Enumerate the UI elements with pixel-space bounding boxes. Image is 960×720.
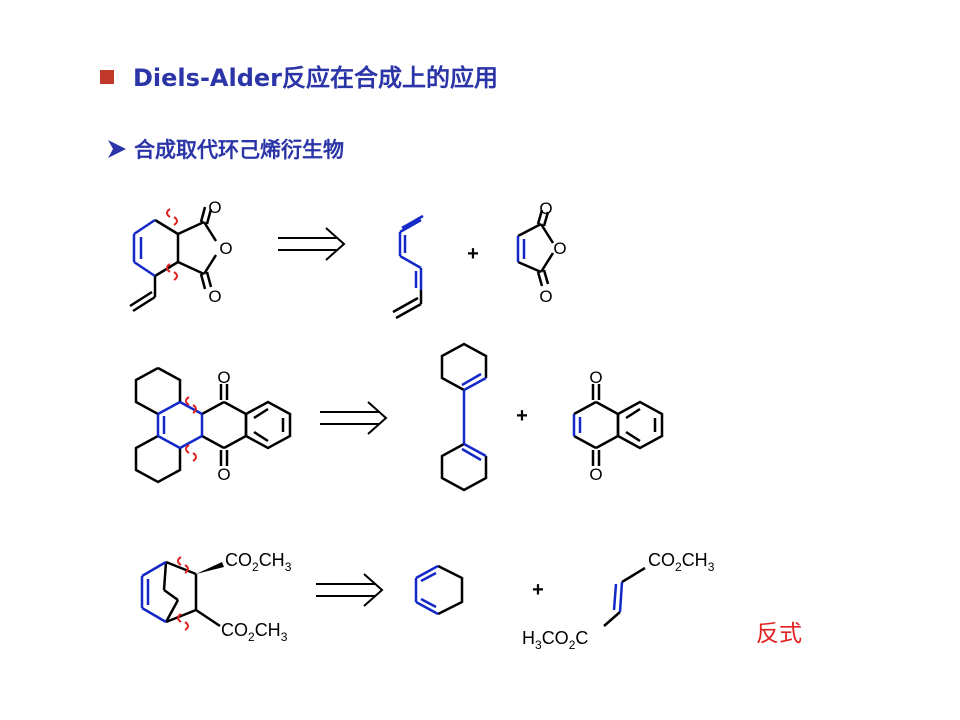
row3-dienophile: CO2CH3 H3CO2C	[522, 550, 715, 652]
ester-group: CO2CH3	[225, 550, 292, 574]
oxygen-label: O	[217, 368, 230, 387]
oxygen-label: O	[589, 368, 602, 387]
section-subtitle: 合成取代环己烯衍生物	[134, 138, 344, 162]
oxygen-label: O	[539, 287, 552, 306]
ester-group: H3CO2C	[522, 628, 588, 652]
row2-diene	[440, 342, 488, 492]
row1-dienophile: O O O	[516, 199, 567, 306]
row1-product: O O O	[129, 198, 233, 313]
row3-diene	[414, 564, 464, 616]
plus-sign: +	[516, 405, 528, 427]
retro-arrow	[320, 401, 388, 435]
oxygen-label: O	[208, 287, 221, 306]
retro-arrow	[316, 573, 384, 607]
retro-arrow	[278, 227, 346, 261]
oxygen-label: O	[217, 465, 230, 484]
row2-product: O O	[134, 366, 292, 484]
ester-group: CO2CH3	[648, 550, 715, 574]
row1-diene	[392, 214, 424, 320]
row3-product: CO2CH3 CO2CH3	[140, 550, 292, 644]
oxygen-label: O	[208, 198, 221, 217]
page-title: Diels-Alder反应在合成上的应用	[133, 64, 498, 92]
arrow-bullet-icon	[108, 140, 126, 158]
oxygen-label: O	[219, 239, 232, 258]
oxygen-label: O	[589, 465, 602, 484]
square-bullet-icon	[100, 70, 114, 84]
plus-sign: +	[532, 579, 544, 601]
trans-note: 反式	[756, 621, 802, 647]
oxygen-label: O	[539, 199, 552, 218]
ester-group: CO2CH3	[221, 620, 288, 644]
oxygen-label: O	[553, 239, 566, 258]
row2-dienophile: O O	[572, 368, 664, 484]
plus-sign: +	[467, 243, 479, 265]
